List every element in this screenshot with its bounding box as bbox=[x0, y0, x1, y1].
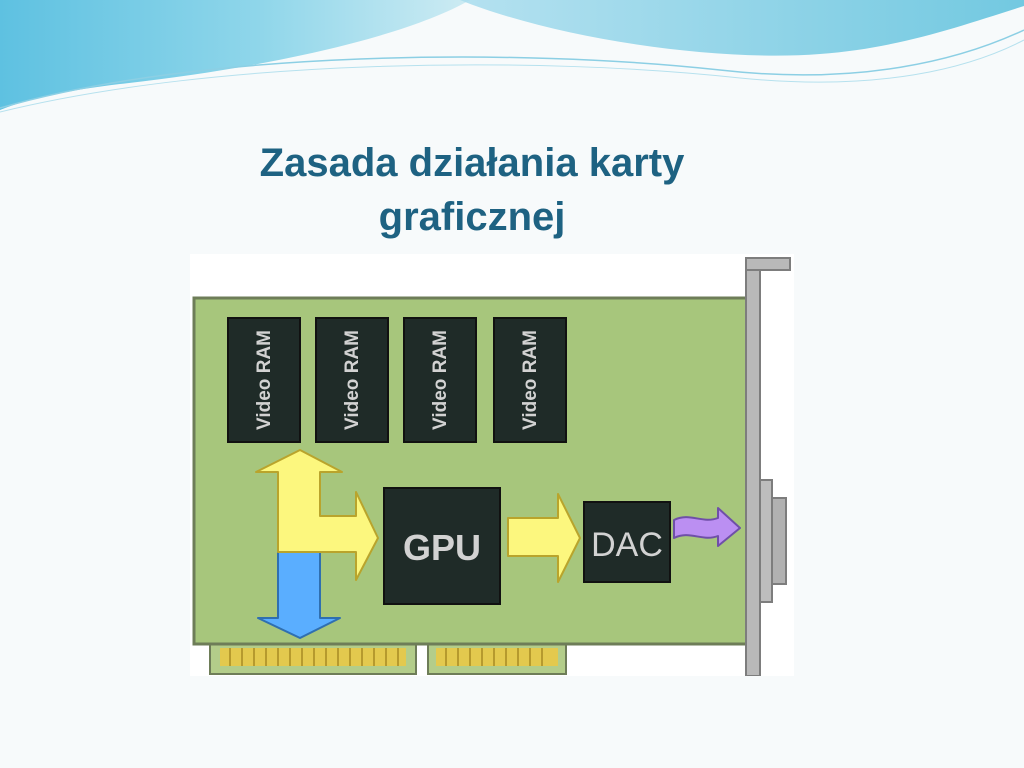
decorative-waves-header bbox=[0, 0, 1024, 113]
dac-chip: DAC bbox=[583, 501, 671, 583]
video-ram-chip: Video RAM bbox=[315, 317, 389, 443]
slide-title-line-1: Zasada działania karty bbox=[259, 141, 685, 185]
video-ram-chip-label: Video RAM bbox=[342, 330, 363, 430]
video-ram-chip-label: Video RAM bbox=[430, 330, 451, 430]
graphics-card-diagram: Video RAM Video RAM Video RAM Video RAM … bbox=[190, 254, 794, 676]
mounting-bracket bbox=[745, 257, 791, 676]
video-ram-chip-label: Video RAM bbox=[254, 330, 275, 430]
video-ram-chip-label: Video RAM bbox=[520, 330, 541, 430]
edge-connector-left bbox=[209, 639, 417, 675]
video-ram-chip: Video RAM bbox=[493, 317, 567, 443]
video-ram-chip: Video RAM bbox=[227, 317, 301, 443]
video-output-arrow bbox=[673, 507, 741, 547]
gpu-dac-arrow bbox=[507, 493, 581, 583]
slide-title: Zasada działania karty graficznej bbox=[112, 136, 832, 244]
video-ram-chip: Video RAM bbox=[403, 317, 477, 443]
dac-label: DAC bbox=[591, 526, 663, 564]
edge-connector-right bbox=[427, 639, 567, 675]
gpu-label: GPU bbox=[403, 527, 481, 568]
bus-arrow-down bbox=[257, 551, 341, 639]
slide-title-line-2: graficznej bbox=[378, 195, 566, 239]
gpu-chip: GPU bbox=[383, 487, 501, 605]
ram-bus-gpu-arrow bbox=[255, 449, 379, 581]
